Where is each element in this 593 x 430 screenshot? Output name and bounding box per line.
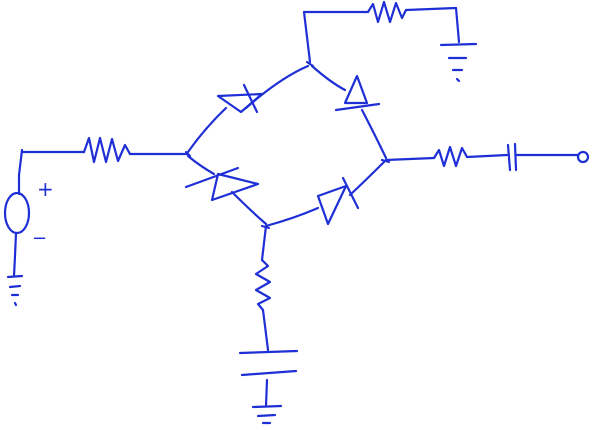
top-resistor xyxy=(302,0,478,83)
wire xyxy=(264,206,320,228)
diode-top-right xyxy=(310,64,388,160)
source-bottom-wire xyxy=(12,231,18,278)
diode-bar xyxy=(334,102,381,112)
wire xyxy=(465,153,509,159)
diode-top-left xyxy=(186,64,310,154)
capacitor-plate-left xyxy=(506,143,512,172)
source-plus-label: + xyxy=(37,177,54,201)
source-minus-label: − xyxy=(32,228,47,249)
wire xyxy=(404,6,461,44)
diode-bottom-right xyxy=(264,160,386,228)
node-top xyxy=(305,60,315,68)
wire xyxy=(230,190,268,226)
diode-triangle xyxy=(210,172,260,202)
wire xyxy=(384,156,436,162)
input-resistor-zigzag xyxy=(82,136,132,164)
node-left xyxy=(184,150,192,158)
capacitor-plate-right xyxy=(513,142,518,172)
wire xyxy=(302,10,370,64)
bottom-resistor xyxy=(238,224,299,425)
bottom-ground xyxy=(238,349,299,425)
diode-bar xyxy=(184,166,240,189)
wire xyxy=(186,154,216,176)
voltage-source xyxy=(3,148,31,307)
output-terminal xyxy=(576,150,590,164)
source-ground xyxy=(6,274,24,307)
source-top-wire xyxy=(17,148,24,196)
source-circle xyxy=(3,191,31,235)
diode-triangle xyxy=(343,74,369,105)
diode-triangle xyxy=(316,184,348,226)
output-resistor-zigzag xyxy=(432,145,469,168)
wire xyxy=(186,106,228,154)
wire xyxy=(360,108,388,160)
wire xyxy=(261,308,270,352)
diode-bar xyxy=(242,83,259,114)
wire xyxy=(310,64,347,92)
node-right xyxy=(380,158,391,164)
top-resistor-zigzag xyxy=(366,0,408,24)
diode-bottom-left xyxy=(184,154,268,226)
wire xyxy=(348,160,386,197)
input-resistor xyxy=(20,136,190,164)
bottom-resistor-zigzag xyxy=(254,258,272,312)
circuit-ink xyxy=(3,0,590,425)
output-branch xyxy=(384,142,590,172)
wire xyxy=(260,224,268,262)
top-ground xyxy=(439,42,478,83)
wire xyxy=(244,64,310,110)
diode-bar xyxy=(341,176,360,210)
